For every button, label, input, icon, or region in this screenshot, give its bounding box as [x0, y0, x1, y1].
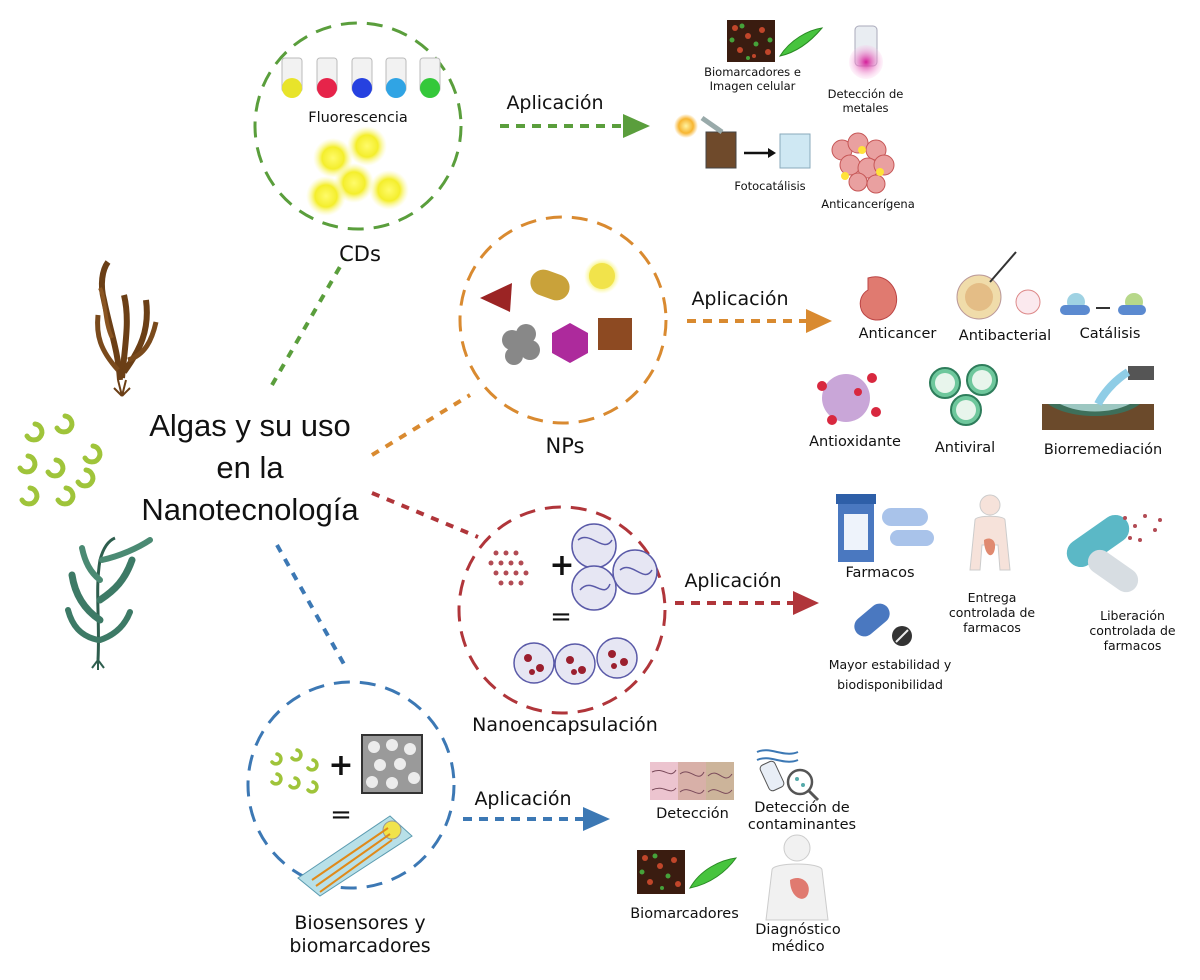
nano-app-liberacion: Liberación controlada de farmacos [1089, 608, 1176, 653]
catalysis-icon [1060, 293, 1146, 315]
nps-app-antioxidante: Antioxidante [809, 434, 901, 450]
nps-app-antiviral: Antiviral [934, 440, 996, 456]
main-title-line-1: Algas y su uso [149, 408, 351, 443]
nano-plus: + [549, 548, 575, 583]
nanoparticle-icon [480, 258, 632, 365]
pill-bottle-icon [836, 494, 934, 562]
nano-arrowhead [793, 591, 819, 615]
human-body-icon [969, 494, 1011, 571]
bio-app-biomarcadores: Biomarcadores [630, 906, 739, 922]
anticancer-cells-icon [831, 132, 895, 194]
bio-label: Biosensores y biomarcadores [289, 912, 431, 957]
nps-arrowhead [806, 309, 832, 333]
bio-arrow-label: Aplicación [474, 788, 572, 810]
antioxidant-icon [817, 373, 881, 425]
nano-app-farmacos: Farmacos [845, 565, 915, 581]
test-tube-icon [281, 57, 441, 98]
porous-material-icon [361, 734, 423, 794]
nps-arrow-label: Aplicación [691, 288, 789, 310]
biosensor-strip-icon [297, 815, 413, 897]
microscope-tissue-icon [650, 762, 734, 800]
stability-capsule-icon [854, 603, 912, 646]
polymer-sphere-icon [571, 523, 658, 611]
stomach-icon [859, 276, 898, 321]
green-seaweed-icon [65, 536, 153, 670]
biomarker-cell-image-icon [637, 850, 738, 894]
microalgae-small-icon [270, 748, 319, 794]
cds-arrow-label: Aplicación [506, 92, 604, 114]
nano-app-estabilidad: Mayor estabilidad y biodisponibilidad [828, 657, 952, 692]
bio-app-deteccion: Detección [656, 806, 729, 822]
bio-equals: = [330, 800, 352, 830]
encapsulated-sphere-icon [513, 637, 638, 685]
medical-diagnosis-icon [765, 834, 829, 921]
bio-arrowhead [583, 807, 610, 831]
virus-icon [929, 364, 998, 426]
main-title-line-3: Nanotecnología [141, 491, 359, 527]
photocatalysis-icon [674, 114, 811, 169]
cds-app-anticancerigena: Anticancerígena [821, 197, 915, 211]
nps-app-biorremediacion: Biorremediación [1043, 442, 1163, 458]
bioremediation-icon [1042, 366, 1154, 430]
cds-label: CDs [339, 242, 381, 266]
connector-nano [371, 491, 479, 539]
dots-cluster-icon [488, 550, 529, 586]
connector-cds [270, 257, 347, 386]
bio-app-contaminantes: Detección de contaminantes [747, 800, 857, 834]
cell-image-icon [727, 20, 824, 62]
cds-inner-label: Fluorescencia [308, 110, 408, 126]
cds-app-biomarcadores: Biomarcadores e Imagen celular [704, 65, 801, 93]
contaminant-detection-icon [756, 749, 820, 802]
nano-equals: = [550, 602, 572, 632]
nano-app-entrega: Entrega controlada de farmacos [948, 590, 1036, 635]
main-title-line-2: en la [216, 449, 284, 485]
cds-circle [253, 21, 463, 231]
cds-app-metales: Detección de metales [827, 87, 904, 115]
microalgae-icon [17, 413, 103, 507]
connector-bio [275, 544, 347, 667]
nano-label: Nanoencapsulación [472, 714, 658, 736]
bio-plus: + [328, 748, 354, 783]
metal-detection-icon [849, 25, 883, 79]
nps-app-antibacterial: Antibacterial [958, 328, 1052, 344]
connector-nps [370, 393, 472, 457]
cds-app-fotocatalisis: Fotocatálisis [734, 179, 806, 193]
nano-arrow-label: Aplicación [684, 570, 782, 592]
nps-app-catalisis: Catálisis [1079, 326, 1141, 342]
nps-label: NPs [545, 434, 585, 458]
petri-dish-icon [956, 251, 1041, 320]
carbon-dot-icon [306, 126, 409, 216]
nps-app-anticancer: Anticancer [858, 326, 937, 342]
bio-app-diagnostico: Diagnóstico médico [755, 922, 841, 956]
nano-circle [457, 505, 667, 715]
main-title: Algas y su uso en la Nanotecnología [115, 405, 385, 531]
bio-circle [246, 680, 456, 890]
nps-circle [458, 215, 668, 425]
brown-seaweed-icon [95, 260, 159, 397]
cds-arrowhead [623, 114, 650, 138]
capsule-icon [1066, 514, 1162, 593]
